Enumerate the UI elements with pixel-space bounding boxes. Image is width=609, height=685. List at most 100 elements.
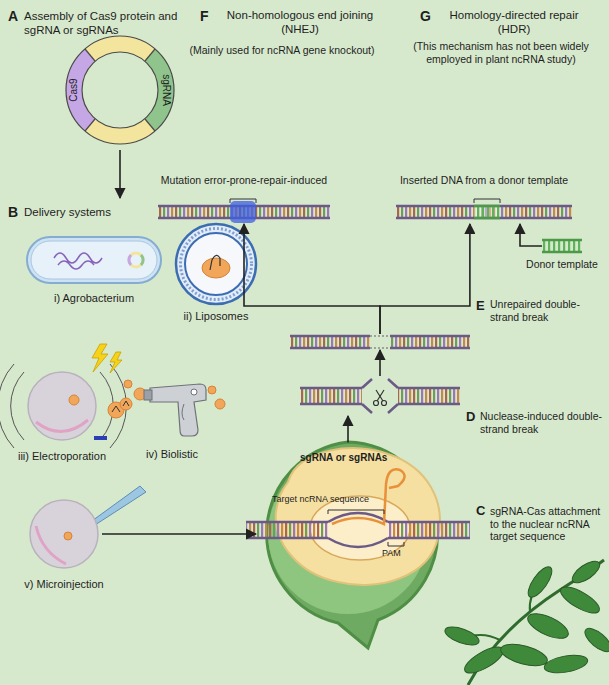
illustration-part [443, 623, 482, 648]
illustration-part [74, 44, 166, 136]
illustration-part [82, 52, 158, 128]
illustration-part [388, 542, 404, 546]
illustration-part [36, 526, 66, 564]
illustration-part [542, 240, 582, 252]
illustration-part [474, 206, 500, 218]
agrobacterium-cell: i) Agrobacterium [26, 236, 162, 284]
gene-gun [144, 384, 206, 436]
node-text: sgRNA-Cas attachment to the nuclear ncRN… [490, 505, 606, 543]
illustration-part [388, 404, 398, 413]
illustration-part [290, 335, 370, 338]
dna-strand: Mutation error-prone-repair-induced [158, 174, 330, 224]
illustration-part [27, 237, 161, 283]
illustration-part [69, 395, 79, 405]
illustration-part [328, 510, 384, 514]
dna-strand-shape [290, 334, 470, 350]
panel-title: Non-homologous end joining (NHEJ) [214, 9, 386, 37]
donor-dna-shape [542, 236, 582, 256]
illustration-part [230, 199, 256, 203]
illustration-part [300, 387, 362, 390]
illustration-part [388, 537, 470, 540]
flow-arrow [379, 350, 381, 376]
panel-note: (Mainly used for ncRNA gene knockout) [172, 44, 392, 57]
illustration-part [124, 380, 132, 388]
illustration-part [31, 241, 157, 279]
illustration-part [230, 201, 256, 223]
illustration-part [396, 205, 572, 208]
illustration-part [370, 347, 390, 349]
panel-letter: E [476, 298, 485, 314]
illustration-part [191, 389, 197, 395]
illustration-part [208, 386, 216, 394]
flow-arrow [102, 533, 256, 535]
illustration-part [144, 390, 152, 400]
panel-letter: F [200, 8, 209, 25]
illustration-part [66, 36, 174, 144]
illustration-part [210, 255, 220, 270]
illustration-part [461, 642, 507, 678]
illustration-part [370, 335, 390, 337]
node-text: v) Microinjection [0, 578, 142, 591]
dna-strand: Inserted DNA from a donor template [396, 174, 572, 224]
illustration-part [376, 390, 383, 401]
illustration-part [390, 336, 470, 348]
illustration-part [0, 364, 14, 448]
illustration-part [246, 522, 328, 538]
illustration-part [110, 352, 122, 373]
node-text: sgRNA or sgRNAs [300, 452, 420, 464]
plant-cell-shape [24, 368, 100, 444]
plant [443, 557, 609, 685]
illustration-part [181, 229, 252, 300]
illustration-part [85, 119, 95, 131]
illustration-part [141, 255, 143, 265]
illustration-part [569, 557, 603, 587]
illustration-part [92, 344, 108, 372]
illustration-part [150, 384, 206, 436]
illustration-part [370, 336, 390, 348]
illustration-part [398, 403, 460, 406]
liposome: ii) Liposomes [174, 222, 258, 306]
illustration-part [474, 205, 500, 208]
illustration-part [498, 640, 549, 670]
illustration-part [474, 206, 500, 218]
illustration-part [290, 347, 370, 350]
panel-letter: A [8, 8, 18, 25]
illustration-part [398, 388, 460, 404]
illustration-part [119, 150, 121, 198]
illustration-part [362, 379, 372, 388]
illustration-part [542, 239, 582, 242]
illustration-part [85, 49, 95, 61]
illustration-part [300, 388, 362, 404]
illustration-part [388, 521, 470, 524]
illustration-part [374, 390, 387, 406]
node-text: i) Agrobacterium [16, 292, 172, 305]
illustration-part [390, 335, 470, 338]
panel-title: Delivery systems [24, 206, 174, 220]
illustration-part [388, 522, 470, 538]
node-text: sgRNA [160, 74, 172, 106]
illustration-part [85, 49, 155, 131]
illustration-part [474, 199, 500, 203]
illustration-part [129, 255, 131, 265]
panel-letter: D [466, 409, 475, 425]
illustration-part [54, 253, 102, 269]
illustration-part [524, 609, 571, 644]
node-text: Cas9 [68, 78, 80, 101]
plant-cell: iii) Electroporation [24, 368, 100, 444]
node-text: Target ncRNA sequence [272, 494, 382, 505]
illustration-part [112, 406, 120, 412]
plasmid-ring-shape [66, 36, 174, 144]
node-text: PAM [382, 548, 422, 559]
flow-arrow [347, 416, 349, 442]
node-text: ii) Liposomes [146, 310, 286, 323]
illustration-part [202, 258, 230, 278]
illustration-part [524, 563, 556, 601]
illustration-part [120, 398, 132, 410]
illustration-part [542, 251, 582, 254]
donor-dna: Donor template [542, 236, 582, 256]
illustration-part [182, 404, 184, 420]
panel-letter: C [476, 503, 485, 519]
illustration-part [543, 652, 589, 675]
method-label: iv) Biolistic [146, 448, 236, 461]
panel-letter: B [8, 204, 18, 221]
